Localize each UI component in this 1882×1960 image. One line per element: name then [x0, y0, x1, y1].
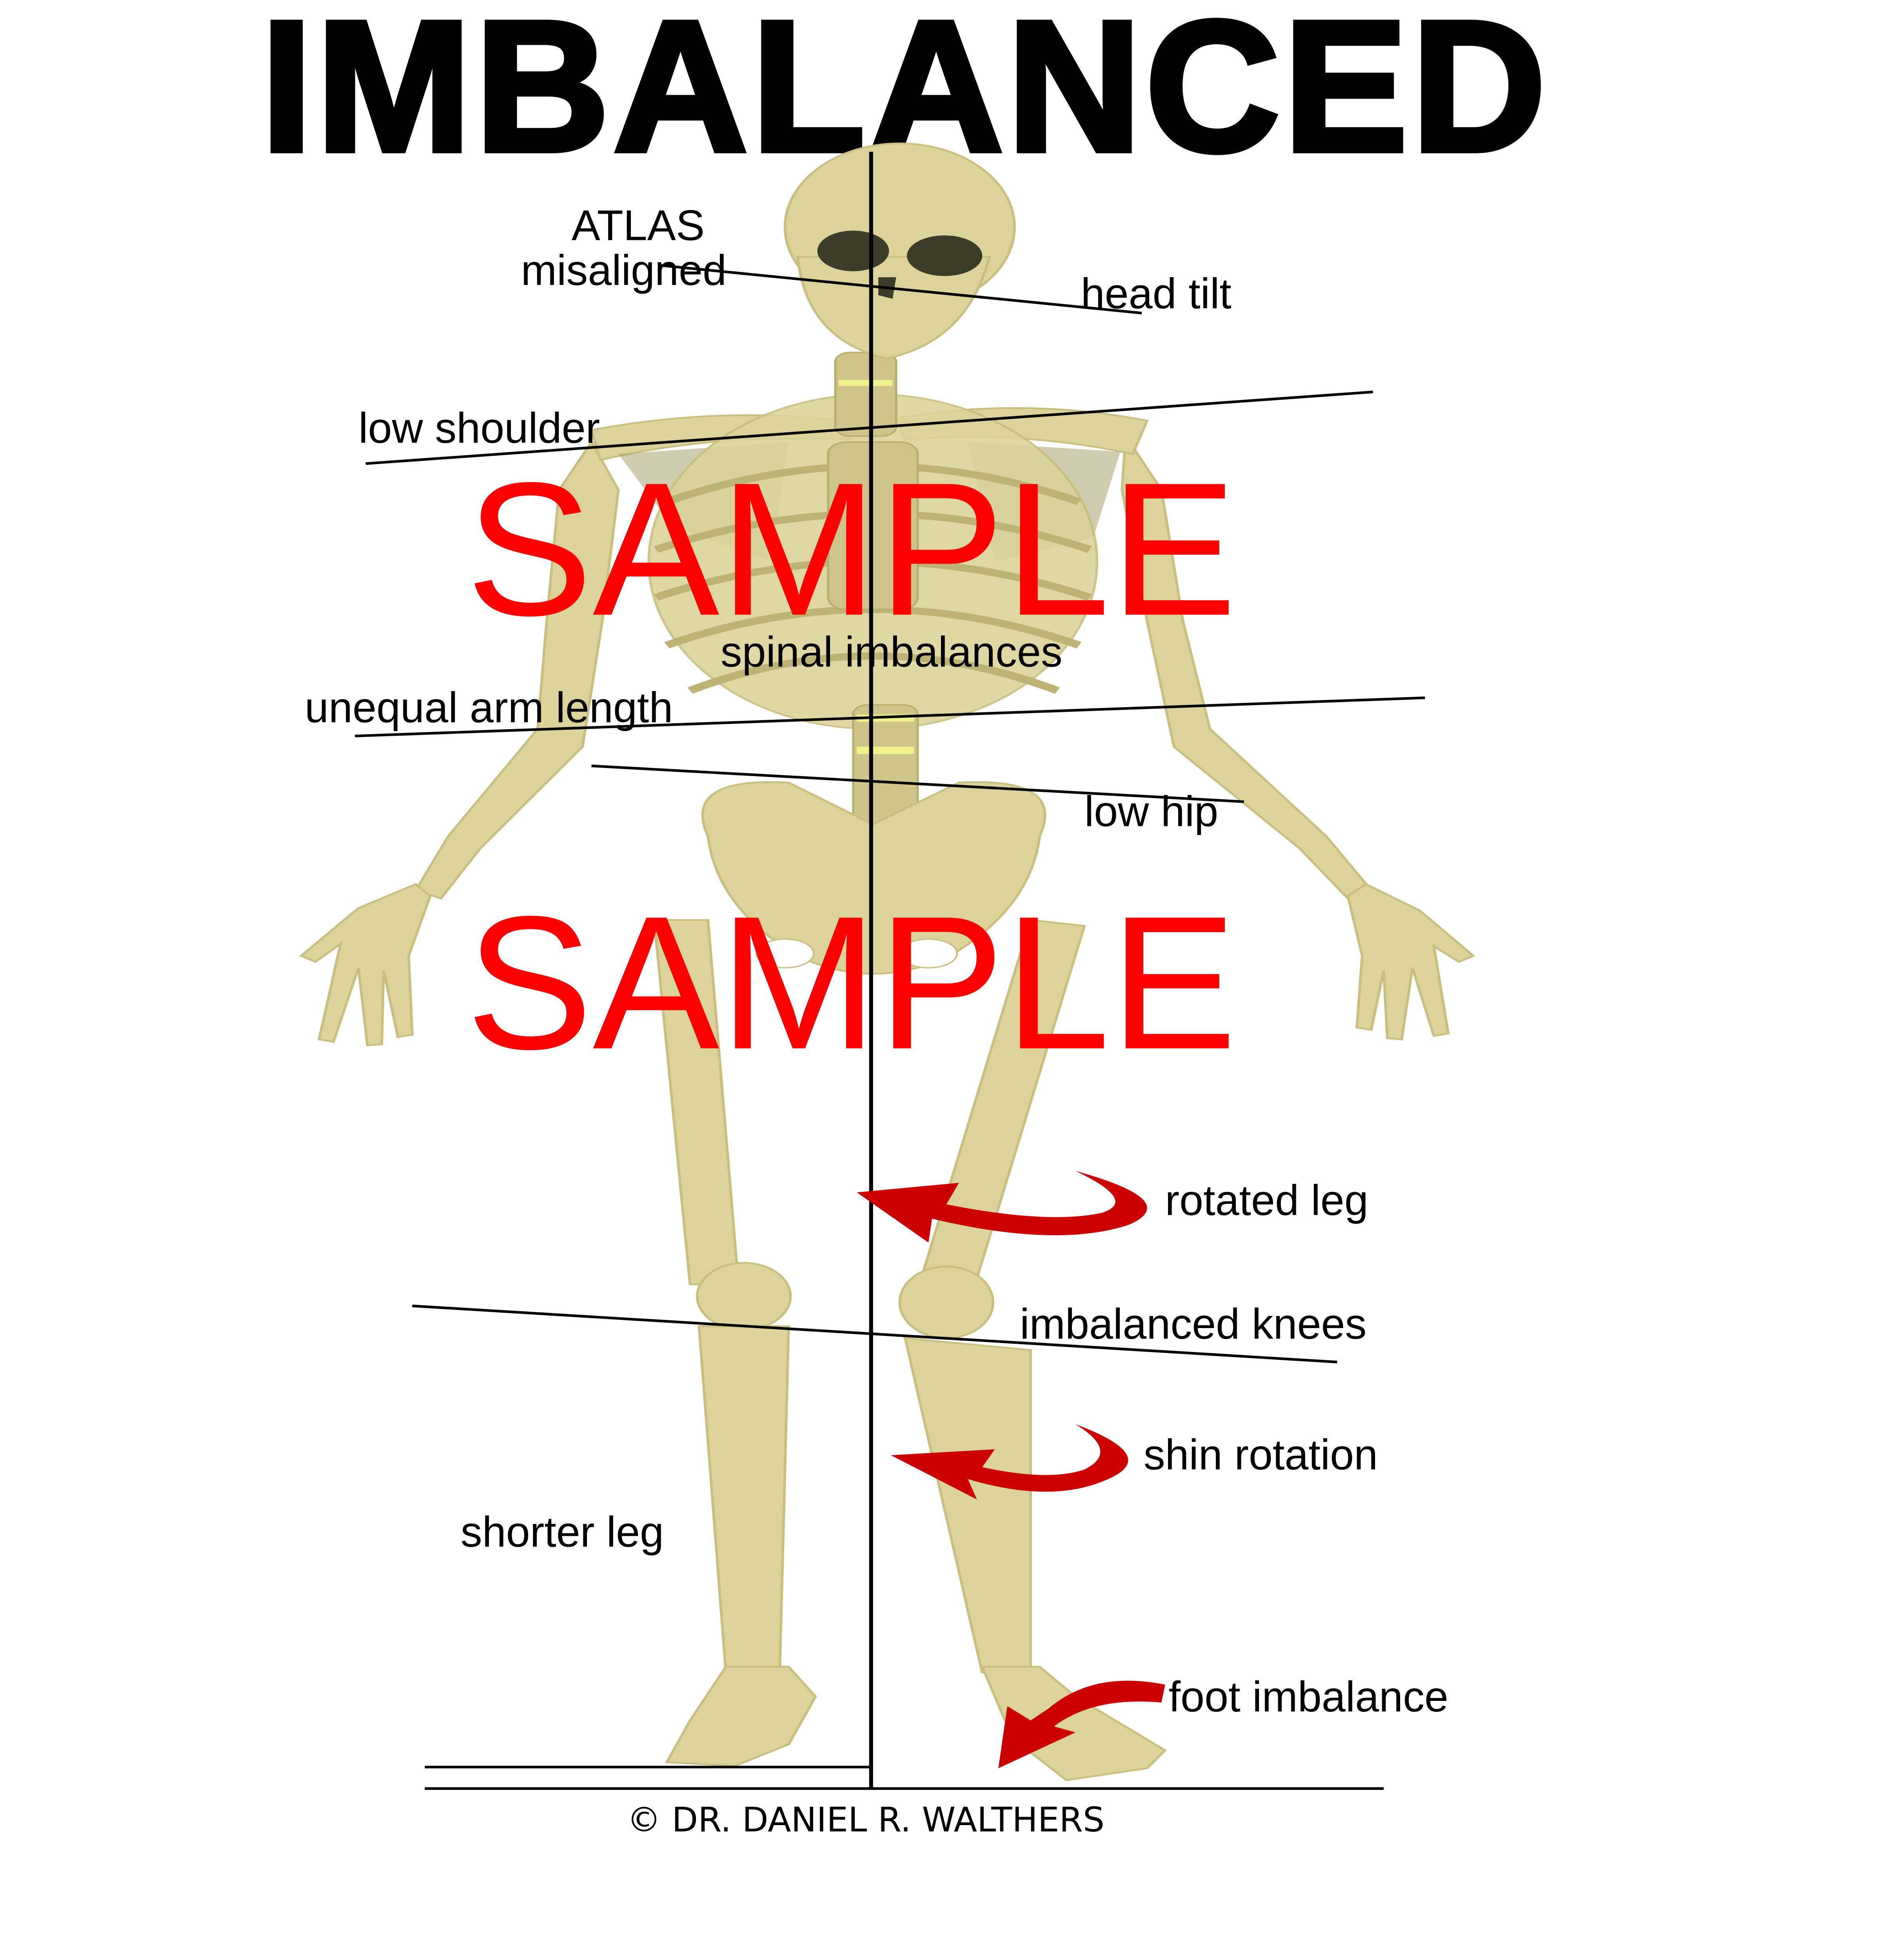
sample-watermark: SAMPLE: [466, 443, 1237, 655]
copyright: © DR. DANIEL R. WALTHERS: [627, 1800, 1104, 1840]
rotated-leg-arrow-icon: [857, 1171, 1147, 1243]
labels: ATLAS misaligned head tilt low shoulder …: [305, 202, 1448, 1721]
foot-imbalance-arrow-icon: [998, 1681, 1165, 1768]
shin-rotation-arrow-icon: [891, 1424, 1128, 1500]
title: IMBALANCED: [261, 0, 1550, 190]
head-tilt-line: [659, 264, 1142, 314]
label-imbalanced-knees: imbalanced knees: [1020, 1300, 1366, 1348]
pelvis: [701, 781, 1046, 975]
knee-line: [412, 1305, 1337, 1363]
label-head-tilt: head tilt: [1081, 270, 1232, 318]
label-low-shoulder: low shoulder: [358, 404, 600, 452]
hip-line: [591, 764, 1244, 803]
label-unequal-arm-length: unequal arm length: [305, 684, 673, 731]
shoulder-line: [365, 390, 1373, 465]
label-rotated-leg: rotated leg: [1165, 1177, 1368, 1225]
reference-lines: [354, 152, 1425, 1790]
sample-watermark: SAMPLE: [466, 876, 1237, 1089]
label-atlas: ATLAS: [572, 202, 705, 250]
label-misaligned: misaligned: [521, 247, 727, 294]
rotation-arrows: [857, 1171, 1165, 1768]
label-spinal-imbalances: spinal imbalances: [721, 628, 1063, 676]
skull: [783, 142, 1016, 359]
imbalance-diagram: IMBALANCED: [258, 0, 1550, 1840]
label-shin-rotation: shin rotation: [1144, 1431, 1378, 1479]
label-foot-imbalance: foot imbalance: [1169, 1673, 1449, 1721]
label-low-hip: low hip: [1085, 788, 1218, 836]
arm-length-line: [354, 696, 1425, 737]
label-shorter-leg: shorter leg: [461, 1508, 664, 1556]
